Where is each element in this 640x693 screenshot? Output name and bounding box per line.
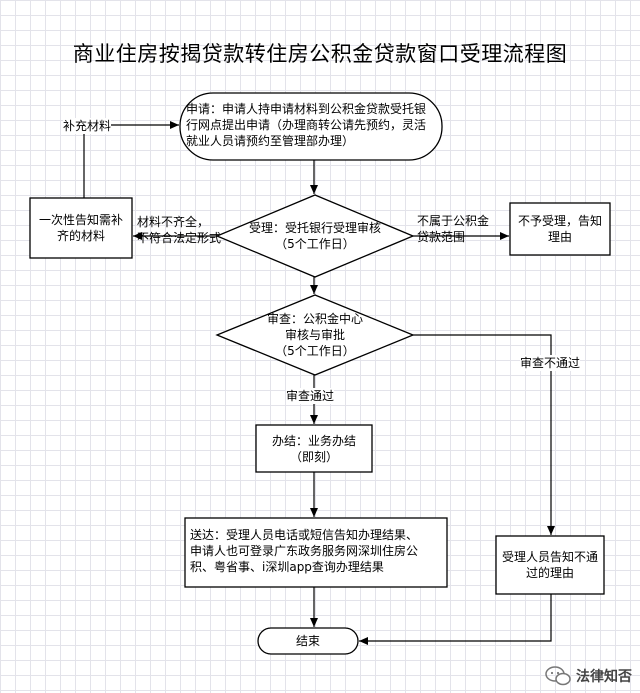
edge-review-fail <box>413 334 555 535</box>
reject-node <box>509 202 611 256</box>
edge-label-review-pass: 审查通过 <box>286 388 335 404</box>
accept-decision-text: 受理：受托银行受理审核（5个工作日） <box>248 221 381 251</box>
handle-node-text: 办结：业务办结（即刻） <box>271 434 356 464</box>
edge-label-incomplete: 材料不齐全，不符合法定形式 <box>137 215 222 245</box>
end-node <box>257 627 359 655</box>
watermark-text: 法律知否 <box>576 669 632 685</box>
edge-label-not-in-scope: 不属于公积金贷款范围 <box>417 214 490 244</box>
apply-node-text: 申请：申请人持申请材料到公积金贷款受托银行网点提出申请（办理商转公请先预约，灵活… <box>186 102 427 148</box>
accept-decision <box>215 194 415 278</box>
edge-label-review-fail: 审查不通过 <box>520 355 581 371</box>
reject-node-text: 不予受理，告知理由 <box>517 214 602 244</box>
page-title: 商业住房按揭贷款转住房公积金贷款窗口受理流程图 <box>72 42 568 66</box>
end-node-text: 结束 <box>295 634 320 648</box>
deliver-node-text: 送达：受理人员电话或短信告知办理结果、申请人也可登录广东政务服务网深圳住房公积、… <box>190 528 419 574</box>
notify-fail-node-text: 受理人员告知不通过的理由 <box>501 550 598 580</box>
supplement-node <box>29 197 133 259</box>
edge-supplement-apply <box>83 121 179 198</box>
watermark: 法律知否 <box>544 665 632 687</box>
edge-fail-end <box>359 594 552 645</box>
supplement-node-text: 一次性告知需补齐的材料 <box>38 213 123 243</box>
edge-label-supplement: 补充材料 <box>63 118 112 134</box>
apply-node <box>179 92 443 161</box>
notify-fail-node <box>495 535 605 595</box>
review-decision <box>215 294 415 376</box>
review-decision-text: 审查：公积金中心审核与审批（5个工作日） <box>266 312 363 358</box>
wechat-icon <box>545 666 571 686</box>
handle-node <box>255 424 373 473</box>
deliver-node <box>184 517 448 588</box>
